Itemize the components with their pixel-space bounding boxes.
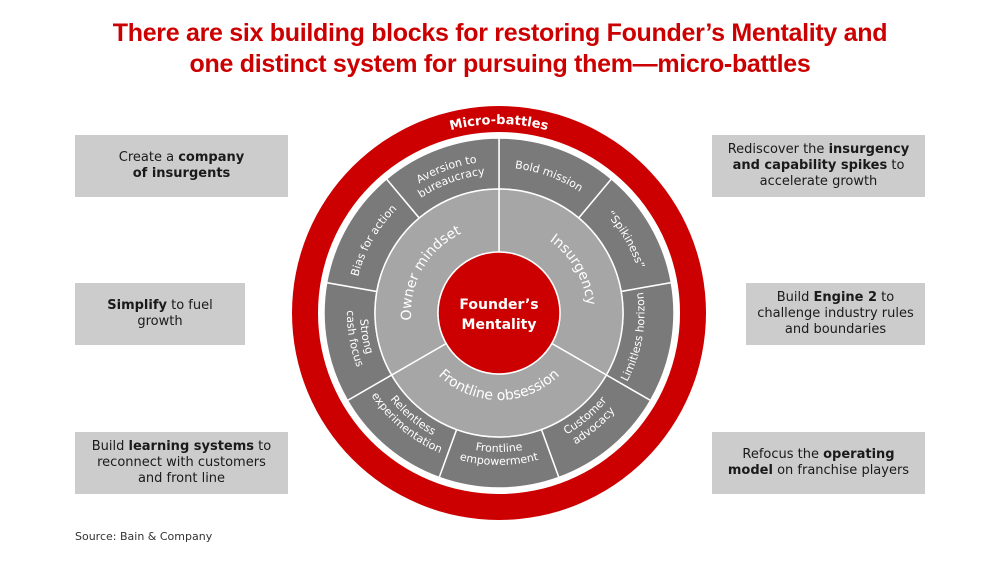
- body-text: challenge industry rules: [757, 306, 914, 321]
- emphasis-text: learning systems: [128, 439, 255, 454]
- page-title: There are six building blocks for restor…: [0, 18, 1000, 80]
- core-label: Founder’s: [459, 297, 538, 313]
- box-text: Refocus the operating model on franchise …: [728, 447, 909, 479]
- body-text: growth: [137, 314, 183, 329]
- body-text: reconnect with customers: [97, 455, 266, 470]
- body-text: Build: [91, 439, 129, 454]
- body-text: on franchise players: [772, 463, 910, 478]
- emphasis-text: Simplify: [107, 298, 167, 313]
- body-text: to: [254, 439, 272, 454]
- body-text: Rediscover the: [727, 142, 829, 157]
- core-label: Mentality: [462, 317, 537, 333]
- body-text: accelerate growth: [759, 174, 878, 189]
- body-text: Build: [776, 290, 814, 305]
- source-note: Source: Bain & Company: [75, 530, 213, 543]
- body-text: to fuel: [166, 298, 213, 313]
- building-block-operating-model: Refocus the operating model on franchise …: [712, 432, 925, 494]
- body-text: Refocus the: [742, 447, 824, 462]
- title-line-2: one distinct system for pursuing them—mi…: [189, 50, 811, 78]
- body-text: to: [887, 158, 905, 173]
- emphasis-text: operating: [823, 447, 895, 462]
- body-text: Create a: [118, 150, 179, 165]
- emphasis-text: of insurgents: [132, 166, 231, 181]
- emphasis-text: Engine 2: [813, 290, 878, 305]
- emphasis-text: company: [178, 150, 245, 165]
- micro-battles-label: Micro-battles: [448, 113, 550, 134]
- body-text: and boundaries: [784, 322, 887, 337]
- founders-mentality-core: [437, 251, 561, 375]
- emphasis-text: model: [727, 463, 773, 478]
- body-text: to: [877, 290, 895, 305]
- outer-segment-label: Frontline: [475, 440, 524, 455]
- emphasis-text: insurgency: [828, 142, 910, 157]
- emphasis-text: and capability spikes: [732, 158, 888, 173]
- outer-segment-label: empowerment: [459, 450, 540, 468]
- title-line-1: There are six building blocks for restor…: [112, 19, 888, 47]
- body-text: and front line: [137, 471, 226, 486]
